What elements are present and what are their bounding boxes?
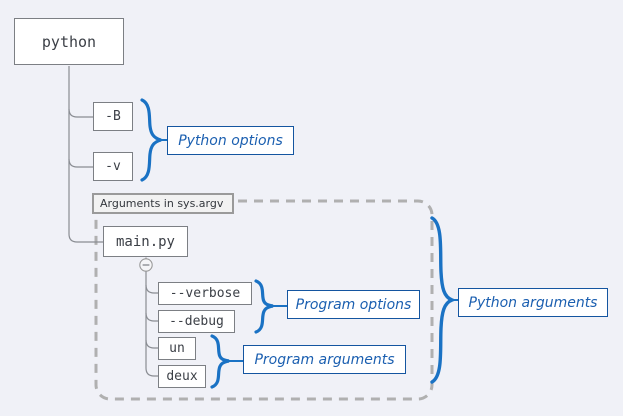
node-main-py-label: main.py	[115, 233, 175, 250]
node-option-v[interactable]: -v	[93, 152, 133, 181]
callout-python-arguments[interactable]: Python arguments	[458, 288, 608, 317]
connector-script-to-debug	[145, 312, 158, 322]
sys-argv-group-boundary	[94, 199, 434, 401]
node-verbose-label: --verbose	[169, 286, 241, 301]
brace-python-options	[140, 98, 162, 182]
connector-root-to-option-b	[68, 108, 93, 118]
callout-program-options[interactable]: Program options	[287, 290, 420, 319]
callout-python-arguments-label: Python arguments	[468, 294, 598, 311]
brace-program-arguments	[210, 334, 230, 389]
connector-script-children-trunk	[145, 271, 158, 377]
callout-python-options-label: Python options	[178, 132, 283, 149]
node-un-label: un	[169, 341, 185, 356]
callout-program-arguments-label: Program arguments	[254, 351, 395, 368]
node-un[interactable]: un	[158, 337, 196, 360]
brace-program-options	[254, 279, 274, 334]
callout-python-options[interactable]: Python options	[167, 126, 294, 155]
node-option-b[interactable]: -B	[93, 102, 133, 131]
connector-script-to-un	[145, 339, 158, 349]
node-python-label: python	[41, 32, 97, 51]
node-deux[interactable]: deux	[158, 365, 206, 388]
callout-program-options-label: Program options	[295, 296, 412, 313]
sys-argv-group-label: Arguments in sys.argv	[92, 193, 234, 214]
node-main-py[interactable]: main.py	[103, 226, 188, 257]
node-verbose[interactable]: --verbose	[158, 282, 252, 305]
node-option-v-label: -v	[105, 159, 121, 174]
node-option-b-label: -B	[105, 109, 121, 124]
node-debug[interactable]: --debug	[158, 310, 235, 333]
callout-program-arguments[interactable]: Program arguments	[243, 345, 406, 374]
brace-python-arguments	[430, 216, 457, 384]
sys-argv-group-label-text: Arguments in sys.argv	[100, 197, 224, 210]
node-debug-label: --debug	[169, 314, 224, 329]
connector-root-trunk	[68, 66, 103, 243]
connector-root-to-option-v	[68, 158, 93, 168]
connector-script-to-verbose	[145, 284, 158, 294]
node-python[interactable]: python	[14, 18, 124, 65]
node-deux-label: deux	[166, 369, 198, 384]
